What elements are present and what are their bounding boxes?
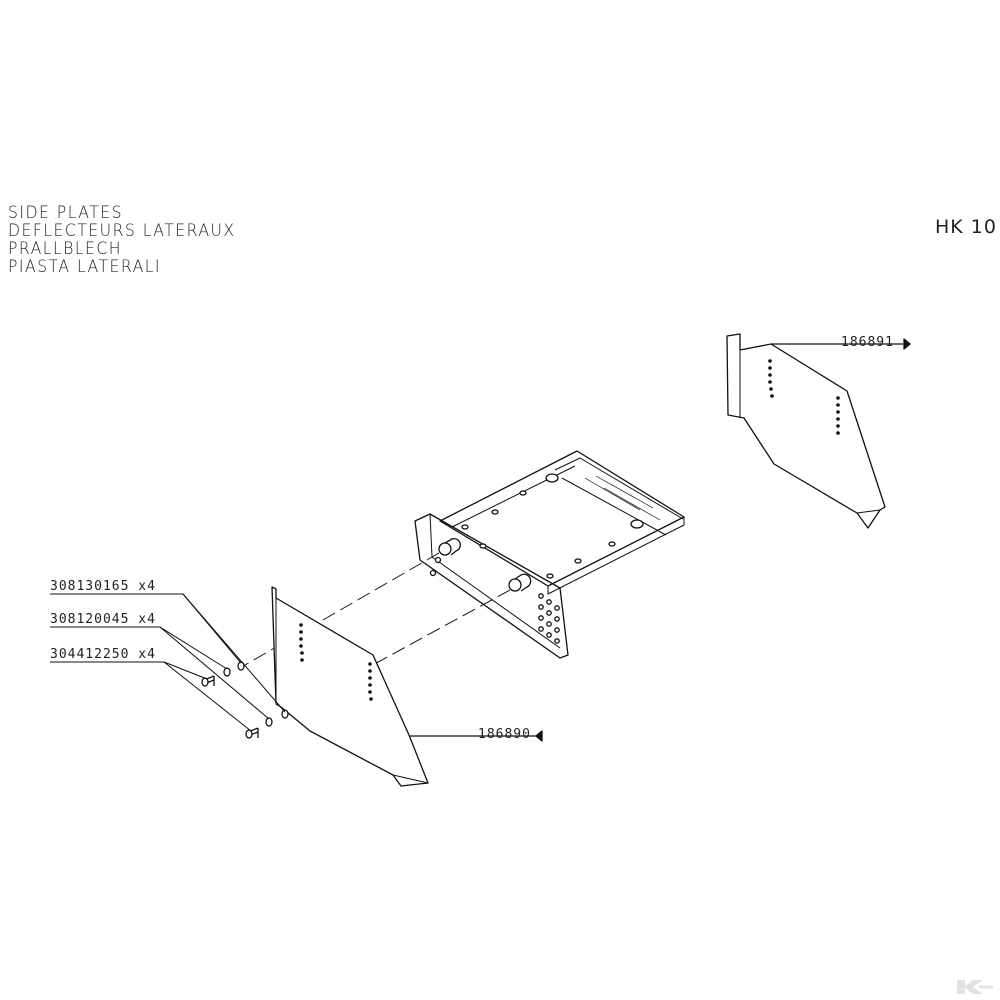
side-plate-right	[726, 333, 886, 529]
part-number: 308120045	[50, 612, 130, 627]
lock-washer-icon	[223, 667, 231, 677]
title-it: PIASTA LATERALI	[8, 257, 162, 277]
frame-bolts	[461, 473, 644, 579]
title-fr: DEFLECTEURS LATERAUX	[8, 221, 236, 241]
flange-holes	[538, 593, 560, 644]
arrow-left-icon	[535, 730, 543, 742]
part-number: 308130165	[50, 579, 130, 594]
fasteners	[201, 661, 289, 739]
plate-right-holes	[768, 359, 840, 435]
side-plate-left	[271, 586, 429, 787]
callout-186890: 186890	[478, 727, 531, 742]
washer-icon	[281, 709, 289, 719]
brand-logo-watermark-icon	[957, 980, 993, 994]
model-code: HK 10	[935, 216, 997, 238]
frame-bushings	[429, 538, 532, 592]
title-en: SIDE PLATES	[8, 203, 123, 223]
quantity: x4	[138, 647, 156, 662]
quantity: x4	[138, 612, 156, 627]
arrow-right-icon	[903, 338, 911, 350]
part-number: 304412250	[50, 647, 130, 662]
callout-308120045: 308120045 x4	[50, 612, 156, 627]
callout-304412250: 304412250 x4	[50, 647, 156, 662]
callout-186891: 186891	[841, 335, 894, 350]
quantity: x4	[138, 579, 156, 594]
washer-icon	[237, 661, 245, 671]
title-de: PRALLBLECH	[8, 239, 123, 259]
fastener-leaders	[50, 593, 286, 732]
plate-left-holes	[299, 623, 373, 701]
center-frame	[414, 450, 685, 659]
title-block: SIDE PLATES DEFLECTEURS LATERAUX PRALLBL…	[8, 204, 255, 276]
callout-308130165: 308130165 x4	[50, 579, 156, 594]
lock-washer-icon	[265, 717, 273, 727]
